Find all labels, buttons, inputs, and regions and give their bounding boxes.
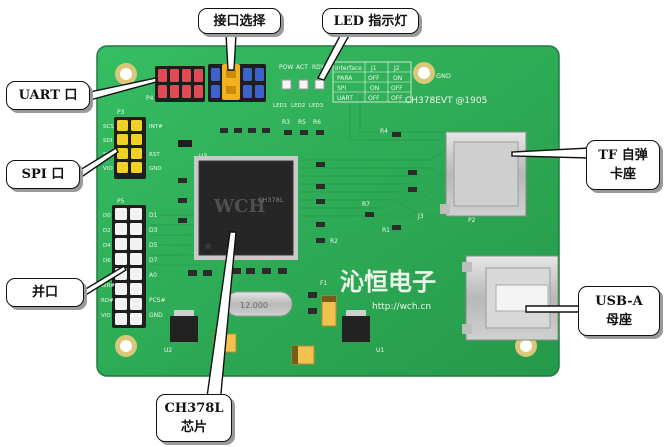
designator-f1: F1 — [320, 280, 327, 287]
board-model-label: CH378EVT @1905 — [405, 96, 487, 106]
par-pin-d4: D4 — [103, 243, 111, 249]
designator-r5: R5 — [298, 119, 306, 126]
ch378l-chip: WCH CH378L — [194, 156, 298, 260]
leader-lines — [79, 31, 590, 405]
table-row-spi-j2: OFF — [391, 85, 403, 92]
par-pin-rd: RD# — [101, 298, 114, 304]
par-pin-d5: D5 — [149, 242, 158, 249]
designator-p4: P4 — [146, 95, 154, 102]
spi-pin-scs: SCS — [103, 124, 114, 130]
designator-r7: R7 — [362, 201, 370, 208]
par-pin-gnd: GND — [149, 312, 163, 319]
designator-u2: U2 — [164, 347, 172, 354]
callout-ch378l-chip: CH378L 芯片 — [156, 394, 232, 442]
designator-r6: R6 — [313, 119, 321, 126]
uart-header — [155, 66, 205, 102]
led-label-1: LED1 — [273, 103, 287, 109]
pcb-board — [96, 45, 560, 377]
chip-logo: WCH — [213, 196, 266, 217]
spi-pin-sdi: SDI — [103, 138, 113, 144]
voltage-regulators — [170, 310, 370, 342]
spi-pin-gnd: GND — [149, 166, 162, 172]
tf-card-socket — [440, 131, 527, 217]
callout-led-indicator: LED 指示灯 — [322, 8, 419, 34]
table-row-para: PARA — [337, 75, 353, 82]
led-header-pow: POW — [279, 64, 293, 71]
table-header-j2: J2 — [393, 65, 400, 72]
spi-pin-rst: RST — [149, 152, 160, 158]
led-area: POW ACT RDY LED1 LED2 LED3 — [273, 64, 325, 109]
spi-pin-int: INT# — [149, 124, 163, 130]
led-header-rdy: RDY — [312, 64, 324, 71]
designator-r4: R4 — [380, 128, 388, 135]
par-pin-pcs: PCS# — [149, 297, 166, 304]
callout-usb-a: USB-A 母座 — [578, 286, 660, 336]
par-pin-d6: D6 — [103, 258, 111, 264]
table-row-uart: UART — [337, 95, 353, 102]
par-pin-d7: D7 — [149, 257, 158, 264]
url-text: http://wch.cn — [372, 302, 431, 312]
par-pin-wr: WR# — [101, 283, 115, 289]
par-pin-a0: A0 — [149, 272, 157, 279]
table-row-spi-j1: ON — [370, 85, 379, 92]
par-pin-d2: D2 — [103, 228, 111, 234]
designator-p5: P5 — [117, 198, 125, 205]
designator-p2: P2 — [468, 217, 476, 224]
crystal-marking: 12.000 — [240, 301, 268, 310]
table-header-interface: Interface — [335, 65, 362, 72]
usb-a-connector — [462, 255, 559, 341]
brand-text: 沁恒电子 — [340, 268, 436, 296]
table-header-j1: J1 — [370, 65, 377, 72]
designator-r1: R1 — [382, 227, 390, 234]
table-row-uart-j1: OFF — [368, 95, 380, 102]
pcb-traces — [150, 95, 451, 266]
par-pin-d3: D3 — [149, 227, 158, 234]
table-row-para-j2: ON — [393, 75, 402, 82]
designator-u1: U1 — [376, 347, 384, 354]
spi-pin-vio: VIO — [103, 166, 113, 172]
designator-r2: R2 — [330, 238, 338, 245]
callout-uart-port: UART 口 — [6, 81, 90, 110]
smd-components — [178, 128, 417, 314]
par-pin-vio: VIO — [101, 313, 111, 319]
designator-p3: P3 — [117, 109, 125, 116]
crystal: 12.000 — [225, 291, 293, 317]
callout-parallel-port: 并口 — [6, 278, 84, 307]
spi-header: SCS SDI SDO VIO INT# RST GND — [103, 117, 163, 179]
designator-r3: R3 — [282, 119, 290, 126]
par-pin-d1: D1 — [149, 212, 158, 219]
callout-spi-port: SPI 口 — [6, 160, 80, 189]
interface-table: Interface J1 J2 PARA OFF ON SPI ON OFF U… — [332, 61, 412, 103]
led-label-3: LED3 — [309, 103, 324, 109]
led-label-2: LED2 — [291, 103, 305, 109]
led-header-act: ACT — [296, 64, 308, 71]
callout-tf-socket: TF 自弹 卡座 — [586, 140, 660, 190]
table-row-para-j1: OFF — [368, 75, 380, 82]
interface-jumpers — [208, 64, 266, 102]
table-row-uart-j2: OFF — [391, 95, 403, 102]
table-row-spi: SPI — [337, 85, 346, 92]
par-pin-d0: D0 — [103, 213, 111, 219]
chip-marking: CH378L — [258, 196, 284, 204]
gnd-label: GND — [436, 72, 451, 80]
callout-interface-select: 接口选择 — [198, 8, 281, 34]
designator-j3: J3 — [417, 213, 424, 220]
